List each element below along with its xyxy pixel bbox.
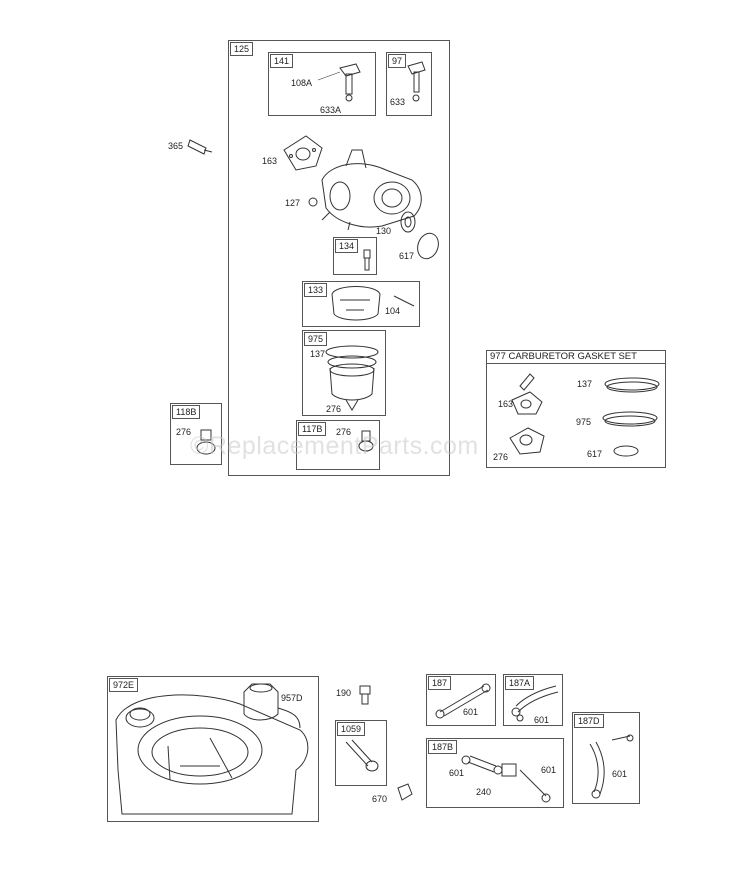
kit-118b-box — [170, 403, 222, 465]
gasket-set-drawings — [509, 373, 660, 457]
kit-125-box — [228, 40, 450, 476]
kit-118b-tag[interactable]: 118B — [172, 405, 201, 419]
set-part-137-label[interactable]: 137 — [577, 379, 593, 389]
part-670-drawing — [397, 783, 413, 801]
part-240-label[interactable]: 240 — [476, 787, 492, 797]
kit-141-tag[interactable]: 141 — [270, 54, 294, 68]
part-365-label[interactable]: 365 — [168, 141, 184, 151]
set-part-276-label[interactable]: 276 — [493, 452, 509, 462]
kit-975-box — [302, 330, 386, 416]
part-276-118b-label[interactable]: 276 — [176, 427, 192, 437]
part-633-label[interactable]: 633 — [390, 97, 406, 107]
kit-972e-box — [107, 676, 319, 822]
kit-187-box — [426, 674, 496, 726]
part-163-label[interactable]: 163 — [262, 156, 278, 166]
part-601-187a-label[interactable]: 601 — [534, 715, 550, 725]
kit-187d-box — [572, 712, 640, 804]
kit-975-tag[interactable]: 975 — [304, 332, 328, 346]
part-601-187b-left-label[interactable]: 601 — [449, 768, 465, 778]
part-276-117b-label[interactable]: 276 — [336, 427, 352, 437]
part-187d-drawing — [589, 734, 634, 799]
part-276-label[interactable]: 276 — [326, 404, 342, 414]
part-108a-drawing — [317, 63, 361, 102]
part-104-label[interactable]: 104 — [385, 306, 401, 316]
part-633-drawing — [407, 61, 426, 102]
kit-133-box — [302, 281, 420, 327]
part-365-drawing — [187, 139, 213, 155]
kit-117b-box — [296, 420, 380, 470]
kit-972e-tag[interactable]: 972E — [109, 678, 139, 692]
kit-187a-tag[interactable]: 187A — [505, 676, 535, 690]
part-163-drawing — [283, 135, 323, 171]
part-601-187-label[interactable]: 601 — [463, 707, 479, 717]
kit-117b-tag[interactable]: 117B — [298, 422, 327, 436]
part-117b-drawing — [358, 430, 374, 452]
part-137-label[interactable]: 137 — [310, 349, 326, 359]
part-190-drawing — [359, 685, 371, 705]
gasket-set-title-bar — [486, 350, 666, 364]
part-617-label[interactable]: 617 — [399, 251, 415, 261]
part-133-drawing — [331, 286, 381, 321]
kit-134-tag[interactable]: 134 — [335, 239, 359, 253]
part-601-187b-right-label[interactable]: 601 — [541, 765, 557, 775]
part-187a-drawing — [511, 685, 559, 722]
part-130-label[interactable]: 130 — [376, 226, 392, 236]
part-134-drawing — [363, 249, 371, 271]
part-633a-label[interactable]: 633A — [320, 105, 342, 115]
kit-187b-tag[interactable]: 187B — [428, 740, 458, 754]
part-601-187d-label[interactable]: 601 — [612, 769, 628, 779]
kit-187d-tag[interactable]: 187D — [574, 714, 604, 728]
part-127-label[interactable]: 127 — [285, 198, 301, 208]
kit-133-tag[interactable]: 133 — [304, 283, 328, 297]
part-670-label[interactable]: 670 — [372, 794, 388, 804]
part-104-drawing — [393, 295, 415, 307]
set-part-975-label[interactable]: 975 — [576, 417, 592, 427]
part-130-drawing — [400, 211, 416, 233]
gasket-set-box — [486, 350, 666, 468]
part-617-drawing — [417, 232, 439, 260]
kit-125-tag[interactable]: 125 — [230, 42, 254, 56]
part-190-label[interactable]: 190 — [336, 688, 352, 698]
kit-97-tag[interactable]: 97 — [388, 54, 407, 68]
gasket-set-title[interactable]: 977 CARBURETOR GASKET SET — [490, 351, 637, 362]
part-187b-drawing — [461, 755, 551, 803]
part-957d-label[interactable]: 957D — [281, 693, 303, 703]
part-1059-drawing — [345, 739, 379, 772]
part-975-drawing — [325, 345, 379, 411]
kit-1059-box — [335, 720, 387, 786]
kit-97-box — [386, 52, 432, 116]
kit-1059-tag[interactable]: 1059 — [337, 722, 366, 736]
kit-134-box — [333, 237, 377, 275]
part-108a-label[interactable]: 108A — [291, 78, 313, 88]
kit-187-tag[interactable]: 187 — [428, 676, 452, 690]
part-972e-drawing — [115, 694, 309, 815]
kit-187a-box — [503, 674, 563, 726]
set-part-617-label[interactable]: 617 — [587, 449, 603, 459]
kit-141-box — [268, 52, 376, 116]
set-part-163-label[interactable]: 163 — [498, 399, 514, 409]
part-118b-drawing — [196, 429, 216, 455]
part-957d-drawing — [243, 683, 301, 729]
carburetor-body-drawing — [308, 149, 422, 231]
part-187-drawing — [435, 683, 491, 719]
kit-187b-box — [426, 738, 564, 808]
